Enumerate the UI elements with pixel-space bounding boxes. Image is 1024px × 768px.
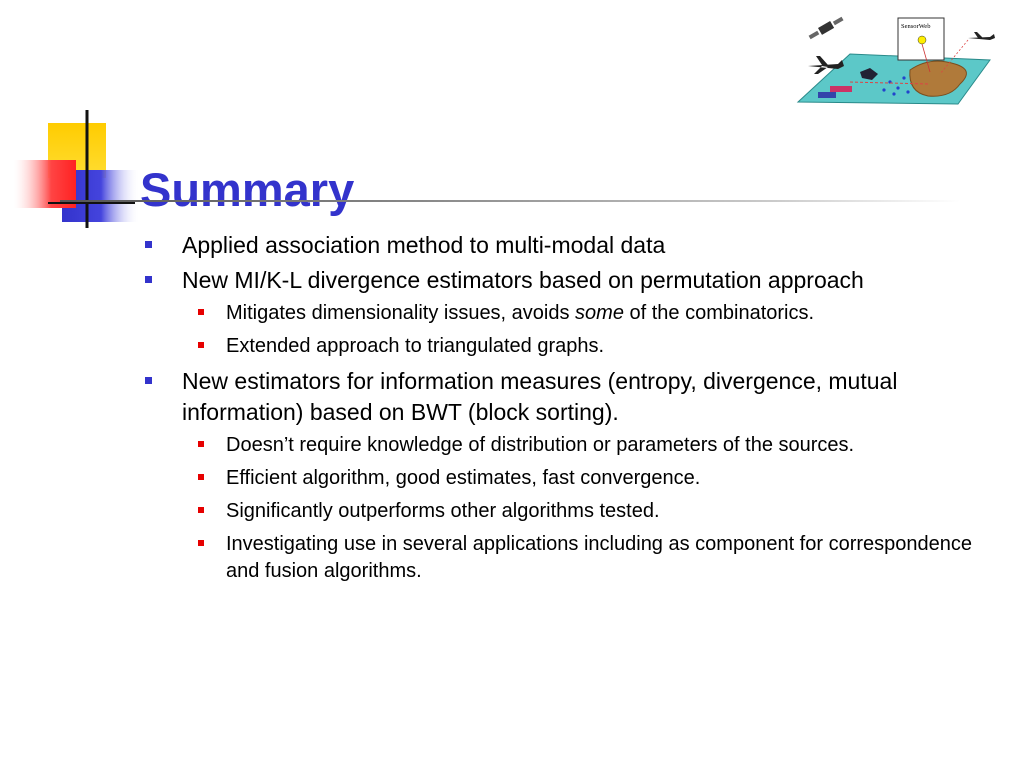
sub-bullet-marker [198, 507, 204, 513]
sub-list-item: Investigating use in several application… [142, 531, 972, 585]
bullet-marker [145, 241, 152, 248]
list-item: New MI/K-L divergence estimators based o… [142, 265, 972, 296]
sub-list-item: Mitigates dimensionality issues, avoids … [142, 300, 972, 327]
slide-title: Summary [140, 163, 355, 217]
sub-bullet-marker [198, 474, 204, 480]
sub-bullet-text: Investigating use in several application… [226, 533, 973, 582]
corner-decoration [14, 110, 140, 228]
logo-label: SensorWeb [901, 23, 930, 30]
sub-list-item: Efficient algorithm, good estimates, fas… [142, 465, 972, 492]
title-divider [60, 200, 960, 202]
list-item: Applied association method to multi-moda… [142, 230, 972, 261]
sub-bullet-marker [198, 309, 204, 315]
bullet-marker [145, 377, 152, 384]
sub-bullet-text: Efficient algorithm, good estimates, fas… [226, 467, 701, 489]
sub-list-item: Doesn’t require knowledge of distributio… [142, 432, 972, 459]
sub-bullet-text: Extended approach to triangulated graphs… [226, 335, 605, 357]
bullet-text: Applied association method to multi-moda… [182, 232, 666, 258]
sub-bullet-text: Significantly outperforms other algorith… [226, 500, 660, 522]
sub-list-item: Significantly outperforms other algorith… [142, 498, 972, 525]
list-item: New estimators for information measures … [142, 366, 972, 428]
sub-bullet-text: of the combinatorics. [623, 302, 815, 324]
sub-bullet-marker [198, 342, 204, 348]
sub-bullet-text: Mitigates dimensionality issues, avoids [226, 302, 576, 324]
emphasis-text: some [575, 302, 624, 324]
bullet-text: New MI/K-L divergence estimators based o… [182, 267, 864, 293]
bullet-list: Applied association method to multi-moda… [142, 230, 972, 591]
sub-bullet-marker [198, 441, 204, 447]
sensorweb-logo: SensorWeb [796, 16, 995, 105]
sub-bullet-text: Doesn’t require knowledge of distributio… [226, 434, 855, 456]
bullet-text: New estimators for information measures … [182, 368, 898, 425]
bullet-marker [145, 276, 152, 283]
sub-list-item: Extended approach to triangulated graphs… [142, 333, 972, 360]
sub-bullet-marker [198, 540, 204, 546]
